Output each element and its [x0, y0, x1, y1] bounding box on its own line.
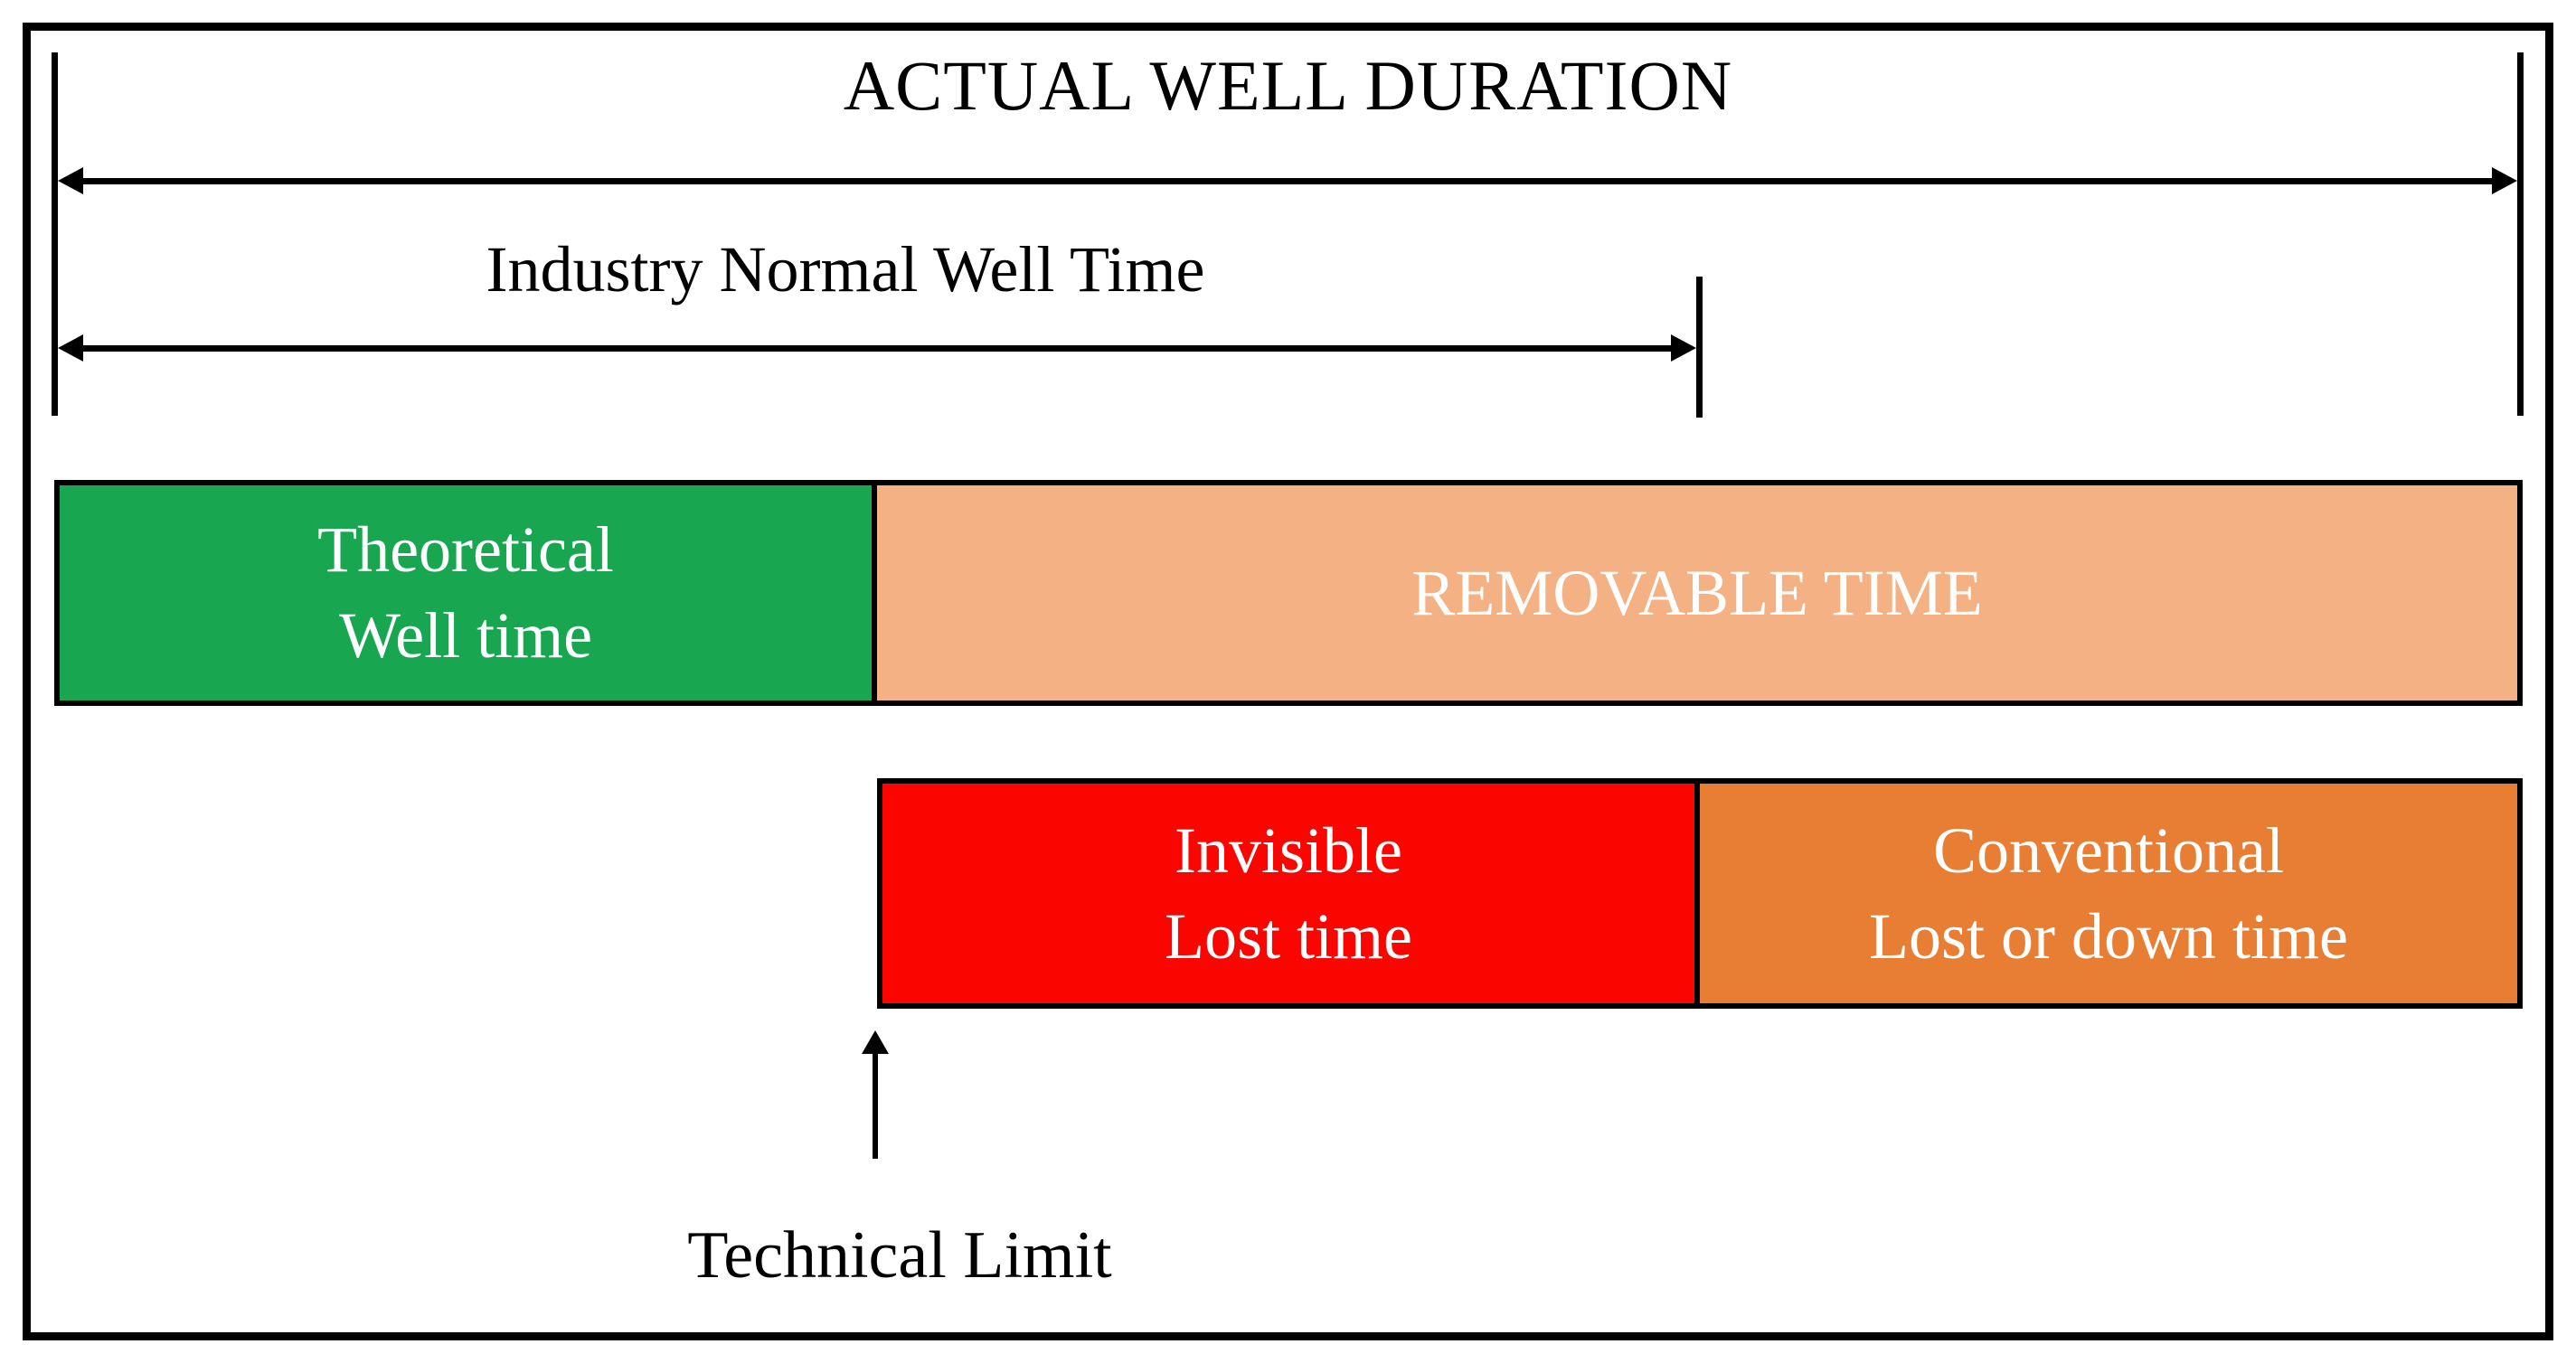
left-boundary-tick — [52, 52, 58, 416]
theoretical-well-time-label-line2: Well time — [338, 599, 593, 672]
invisible-lost-time-label-line1: Invisible — [1175, 813, 1402, 887]
arrowhead-left-icon — [58, 167, 83, 194]
arrow-shaft — [873, 1052, 878, 1159]
actual-well-duration-title: ACTUAL WELL DURATION — [843, 46, 1733, 125]
technical-limit-label: Technical Limit — [687, 1218, 1112, 1292]
conventional-lost-time-bar: Conventional Lost or down time — [1700, 778, 2523, 1009]
conventional-lost-time-label-line2: Lost or down time — [1869, 899, 2348, 973]
conventional-lost-time-label-line1: Conventional — [1933, 813, 2284, 887]
industry-normal-end-tick — [1696, 277, 1703, 418]
invisible-lost-time-bar: Invisible Lost time — [877, 778, 1700, 1009]
removable-time-bar: REMOVABLE TIME — [877, 480, 2523, 706]
theoretical-well-time-label-line1: Theoretical — [317, 513, 614, 586]
theoretical-well-time-bar: Theoretical Well time — [54, 480, 877, 706]
removable-time-label: REMOVABLE TIME — [1411, 556, 1983, 629]
arrowhead-left-icon — [58, 334, 83, 362]
arrowhead-up-icon — [862, 1030, 889, 1054]
arrowhead-right-icon — [1671, 334, 1696, 362]
industry-normal-well-time-label: Industry Normal Well Time — [486, 233, 1205, 306]
arrow-shaft — [80, 345, 1671, 352]
arrowhead-right-icon — [2492, 167, 2517, 194]
arrow-shaft — [80, 178, 2492, 184]
outer-frame — [23, 23, 2553, 1340]
invisible-lost-time-label-line2: Lost time — [1165, 899, 1412, 973]
right-boundary-tick — [2517, 52, 2524, 416]
